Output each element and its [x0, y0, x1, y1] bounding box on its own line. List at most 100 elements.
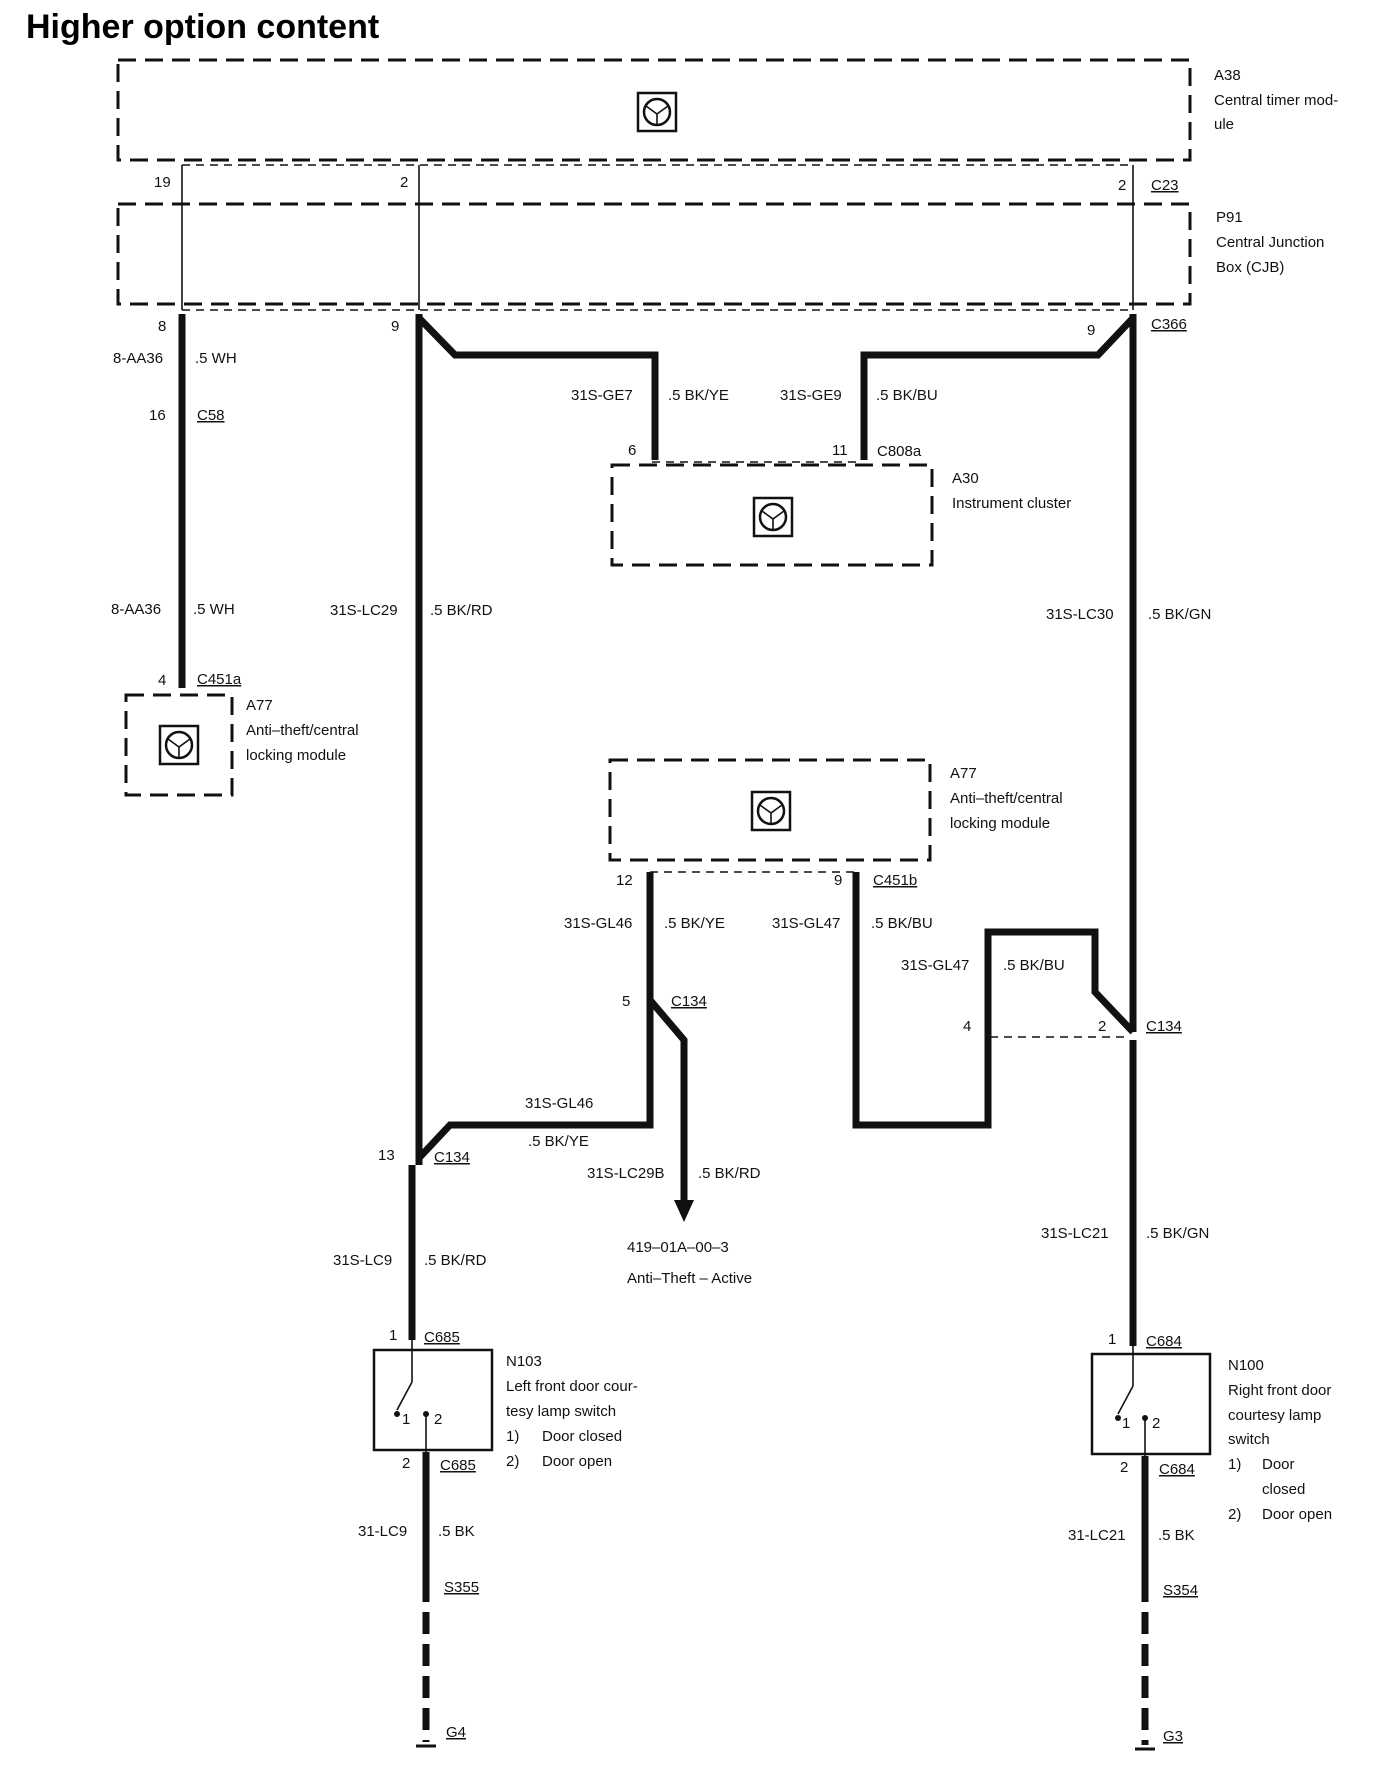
n100-opt1-text-b: closed — [1262, 1481, 1305, 1498]
connector-c451b: C451b — [873, 872, 917, 889]
wire-label-lc21-spec: .5 BK/GN — [1146, 1225, 1209, 1242]
ground-g4: G4 — [446, 1724, 466, 1741]
n100-line2: courtesy lamp — [1228, 1407, 1321, 1424]
n100-line1: Right front door — [1228, 1382, 1331, 1399]
pin-9-left: 9 — [391, 318, 399, 335]
wire-31s-ge7 — [416, 315, 659, 460]
pin-4-c451a: 4 — [158, 672, 166, 689]
pin-2-c134: 2 — [1098, 1018, 1106, 1035]
n100-code: N100 — [1228, 1357, 1264, 1374]
wire-31s-gl47-b — [984, 928, 1136, 1037]
connector-c134-right: C134 — [1146, 1018, 1182, 1035]
wire-label-lc29b-id: 31S-LC29B — [587, 1165, 665, 1182]
switch-left-contact-2: 2 — [434, 1411, 442, 1428]
wire-label-aa36-bottom-spec: .5 WH — [193, 601, 235, 618]
n103-switch — [372, 1340, 494, 1452]
a30-instrument-cluster-box — [610, 463, 934, 567]
a77-left-module-icon — [158, 724, 200, 766]
pin-9-right: 9 — [1087, 322, 1095, 339]
pin-16: 16 — [149, 407, 166, 424]
wire-31s-lc29b — [647, 997, 688, 1200]
a38-code: A38 — [1214, 67, 1241, 84]
wire-label-gl47-b-id: 31S-GL47 — [901, 957, 969, 974]
wire-31s-gl46-lower — [416, 1000, 654, 1161]
wire-31s-ge9 — [860, 315, 1136, 460]
p91-code: P91 — [1216, 209, 1243, 226]
wire-label-lc29b-spec: .5 BK/RD — [698, 1165, 761, 1182]
pin-6: 6 — [628, 442, 636, 459]
connector-c23: C23 — [1151, 177, 1179, 194]
connector-c685-top: C685 — [424, 1329, 460, 1346]
wire-label-gl46-b-spec: .5 BK/YE — [528, 1133, 589, 1150]
reference-code: 419–01A–00–3 — [627, 1239, 729, 1256]
ground-g3: G3 — [1163, 1728, 1183, 1745]
wire-label-gl47-a-id: 31S-GL47 — [772, 915, 840, 932]
wire-label-aa36-top-id: 8-AA36 — [113, 350, 163, 367]
p91-name-line1: Central Junction — [1216, 234, 1324, 251]
switch-left-contact-1: 1 — [402, 1411, 410, 1428]
n100-switch — [1090, 1346, 1212, 1456]
switch-right-contact-1: 1 — [1122, 1415, 1130, 1432]
a77-center-code: A77 — [950, 765, 977, 782]
wire-label-ge9-spec: .5 BK/BU — [876, 387, 938, 404]
pin-13: 13 — [378, 1147, 395, 1164]
page-title: Higher option content — [26, 8, 379, 46]
a77-left-name-line2: locking module — [246, 747, 346, 764]
wire-label-lc30-spec: .5 BK/GN — [1148, 606, 1211, 623]
a77-left-module-box — [124, 693, 234, 797]
pin-1-c684: 1 — [1108, 1331, 1116, 1348]
reference-text: Anti–Theft – Active — [627, 1270, 752, 1287]
wire-label-gl47-a-spec: .5 BK/BU — [871, 915, 933, 932]
p91-name-line2: Box (CJB) — [1216, 259, 1284, 276]
n103-line1: Left front door cour- — [506, 1378, 638, 1395]
wire-label-ge7-id: 31S-GE7 — [571, 387, 633, 404]
wire-label-31-lc21-id: 31-LC21 — [1068, 1527, 1126, 1544]
pin-5: 5 — [622, 993, 630, 1010]
connector-c134-left: C134 — [434, 1149, 470, 1166]
connector-c134-center: C134 — [671, 993, 707, 1010]
a30-module-icon — [752, 496, 794, 538]
n100-opt2-text: Door open — [1262, 1506, 1332, 1523]
wire-label-gl46-b-id: 31S-GL46 — [525, 1095, 593, 1112]
connector-c684-top: C684 — [1146, 1333, 1182, 1350]
wire-label-gl47-b-spec: .5 BK/BU — [1003, 957, 1065, 974]
connector-c451a: C451a — [197, 671, 242, 688]
wire-label-31-lc9-id: 31-LC9 — [358, 1523, 407, 1540]
wire-label-lc9-id: 31S-LC9 — [333, 1252, 392, 1269]
a30-code: A30 — [952, 470, 979, 487]
splice-s355: S355 — [444, 1579, 479, 1596]
wire-label-31-lc21-spec: .5 BK — [1158, 1527, 1195, 1544]
pin-9-c451b: 9 — [834, 872, 842, 889]
wire-label-lc29-id: 31S-LC29 — [330, 602, 398, 619]
pin-2-c685: 2 — [402, 1455, 410, 1472]
a77-center-name-line1: Anti–theft/central — [950, 790, 1063, 807]
pin-2-c684: 2 — [1120, 1459, 1128, 1476]
pin-4-c134: 4 — [963, 1018, 971, 1035]
pin-11: 11 — [832, 442, 848, 459]
a77-left-name-line1: Anti–theft/central — [246, 722, 359, 739]
n103-opt2-text: Door open — [542, 1453, 612, 1470]
a77-center-module-box — [608, 758, 932, 862]
pin-12: 12 — [616, 872, 633, 889]
lc29b-arrow — [674, 1200, 694, 1222]
n103-opt1: 1) — [506, 1428, 519, 1445]
pin-1-c685: 1 — [389, 1327, 397, 1344]
wire-31s-gl47-a — [852, 872, 992, 1129]
connector-c684-bottom: C684 — [1159, 1461, 1195, 1478]
n103-opt1-text: Door closed — [542, 1428, 622, 1445]
wire-label-aa36-top-spec: .5 WH — [195, 350, 237, 367]
n103-opt2: 2) — [506, 1453, 519, 1470]
wire-label-lc9-spec: .5 BK/RD — [424, 1252, 487, 1269]
wire-label-ge7-spec: .5 BK/YE — [668, 387, 729, 404]
wire-label-gl46-a-id: 31S-GL46 — [564, 915, 632, 932]
n100-line3: switch — [1228, 1431, 1270, 1448]
connector-c685-bottom: C685 — [440, 1457, 476, 1474]
connector-c366: C366 — [1151, 316, 1187, 333]
connector-c58: C58 — [197, 407, 225, 424]
connector-c808a: C808a — [877, 443, 922, 460]
a38-central-timer-module-box — [116, 58, 1192, 162]
wire-label-31-lc9-spec: .5 BK — [438, 1523, 475, 1540]
a77-left-code: A77 — [246, 697, 273, 714]
a38-module-icon — [636, 91, 678, 133]
